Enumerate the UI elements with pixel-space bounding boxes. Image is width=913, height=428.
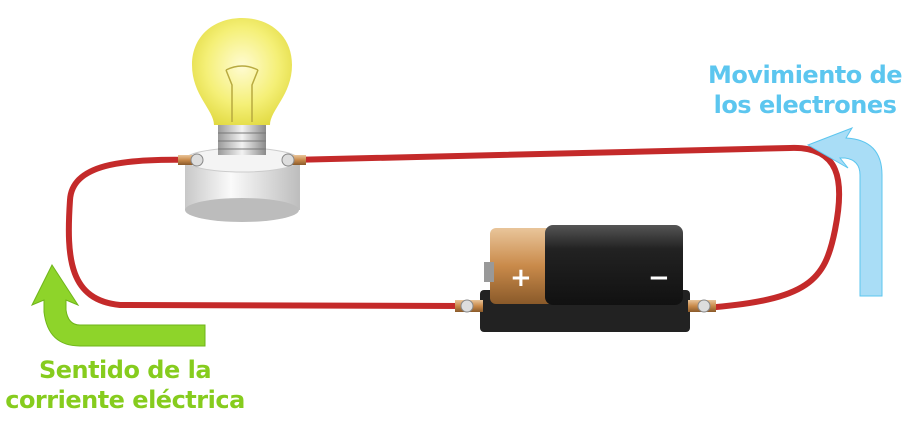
- electron-flow-arrow: [806, 127, 883, 297]
- current-direction-label: Sentido de la corriente eléctrica: [0, 355, 250, 415]
- battery-minus-label: −: [648, 263, 670, 293]
- electron-movement-label: Movimiento de los electrones: [700, 60, 910, 120]
- battery: [455, 225, 716, 332]
- wire-right: [287, 144, 843, 311]
- battery-plus-label: +: [510, 263, 532, 293]
- current-label-line1: Sentido de la: [38, 356, 212, 384]
- light-bulb: [192, 18, 292, 155]
- electron-label-line1: Movimiento de: [707, 61, 903, 89]
- wire-left: [65, 156, 468, 309]
- electron-label-line2: los electrones: [713, 91, 897, 119]
- lamp-socket: [178, 147, 306, 222]
- current-label-line2: corriente eléctrica: [5, 386, 245, 414]
- current-flow-arrow: [30, 263, 206, 347]
